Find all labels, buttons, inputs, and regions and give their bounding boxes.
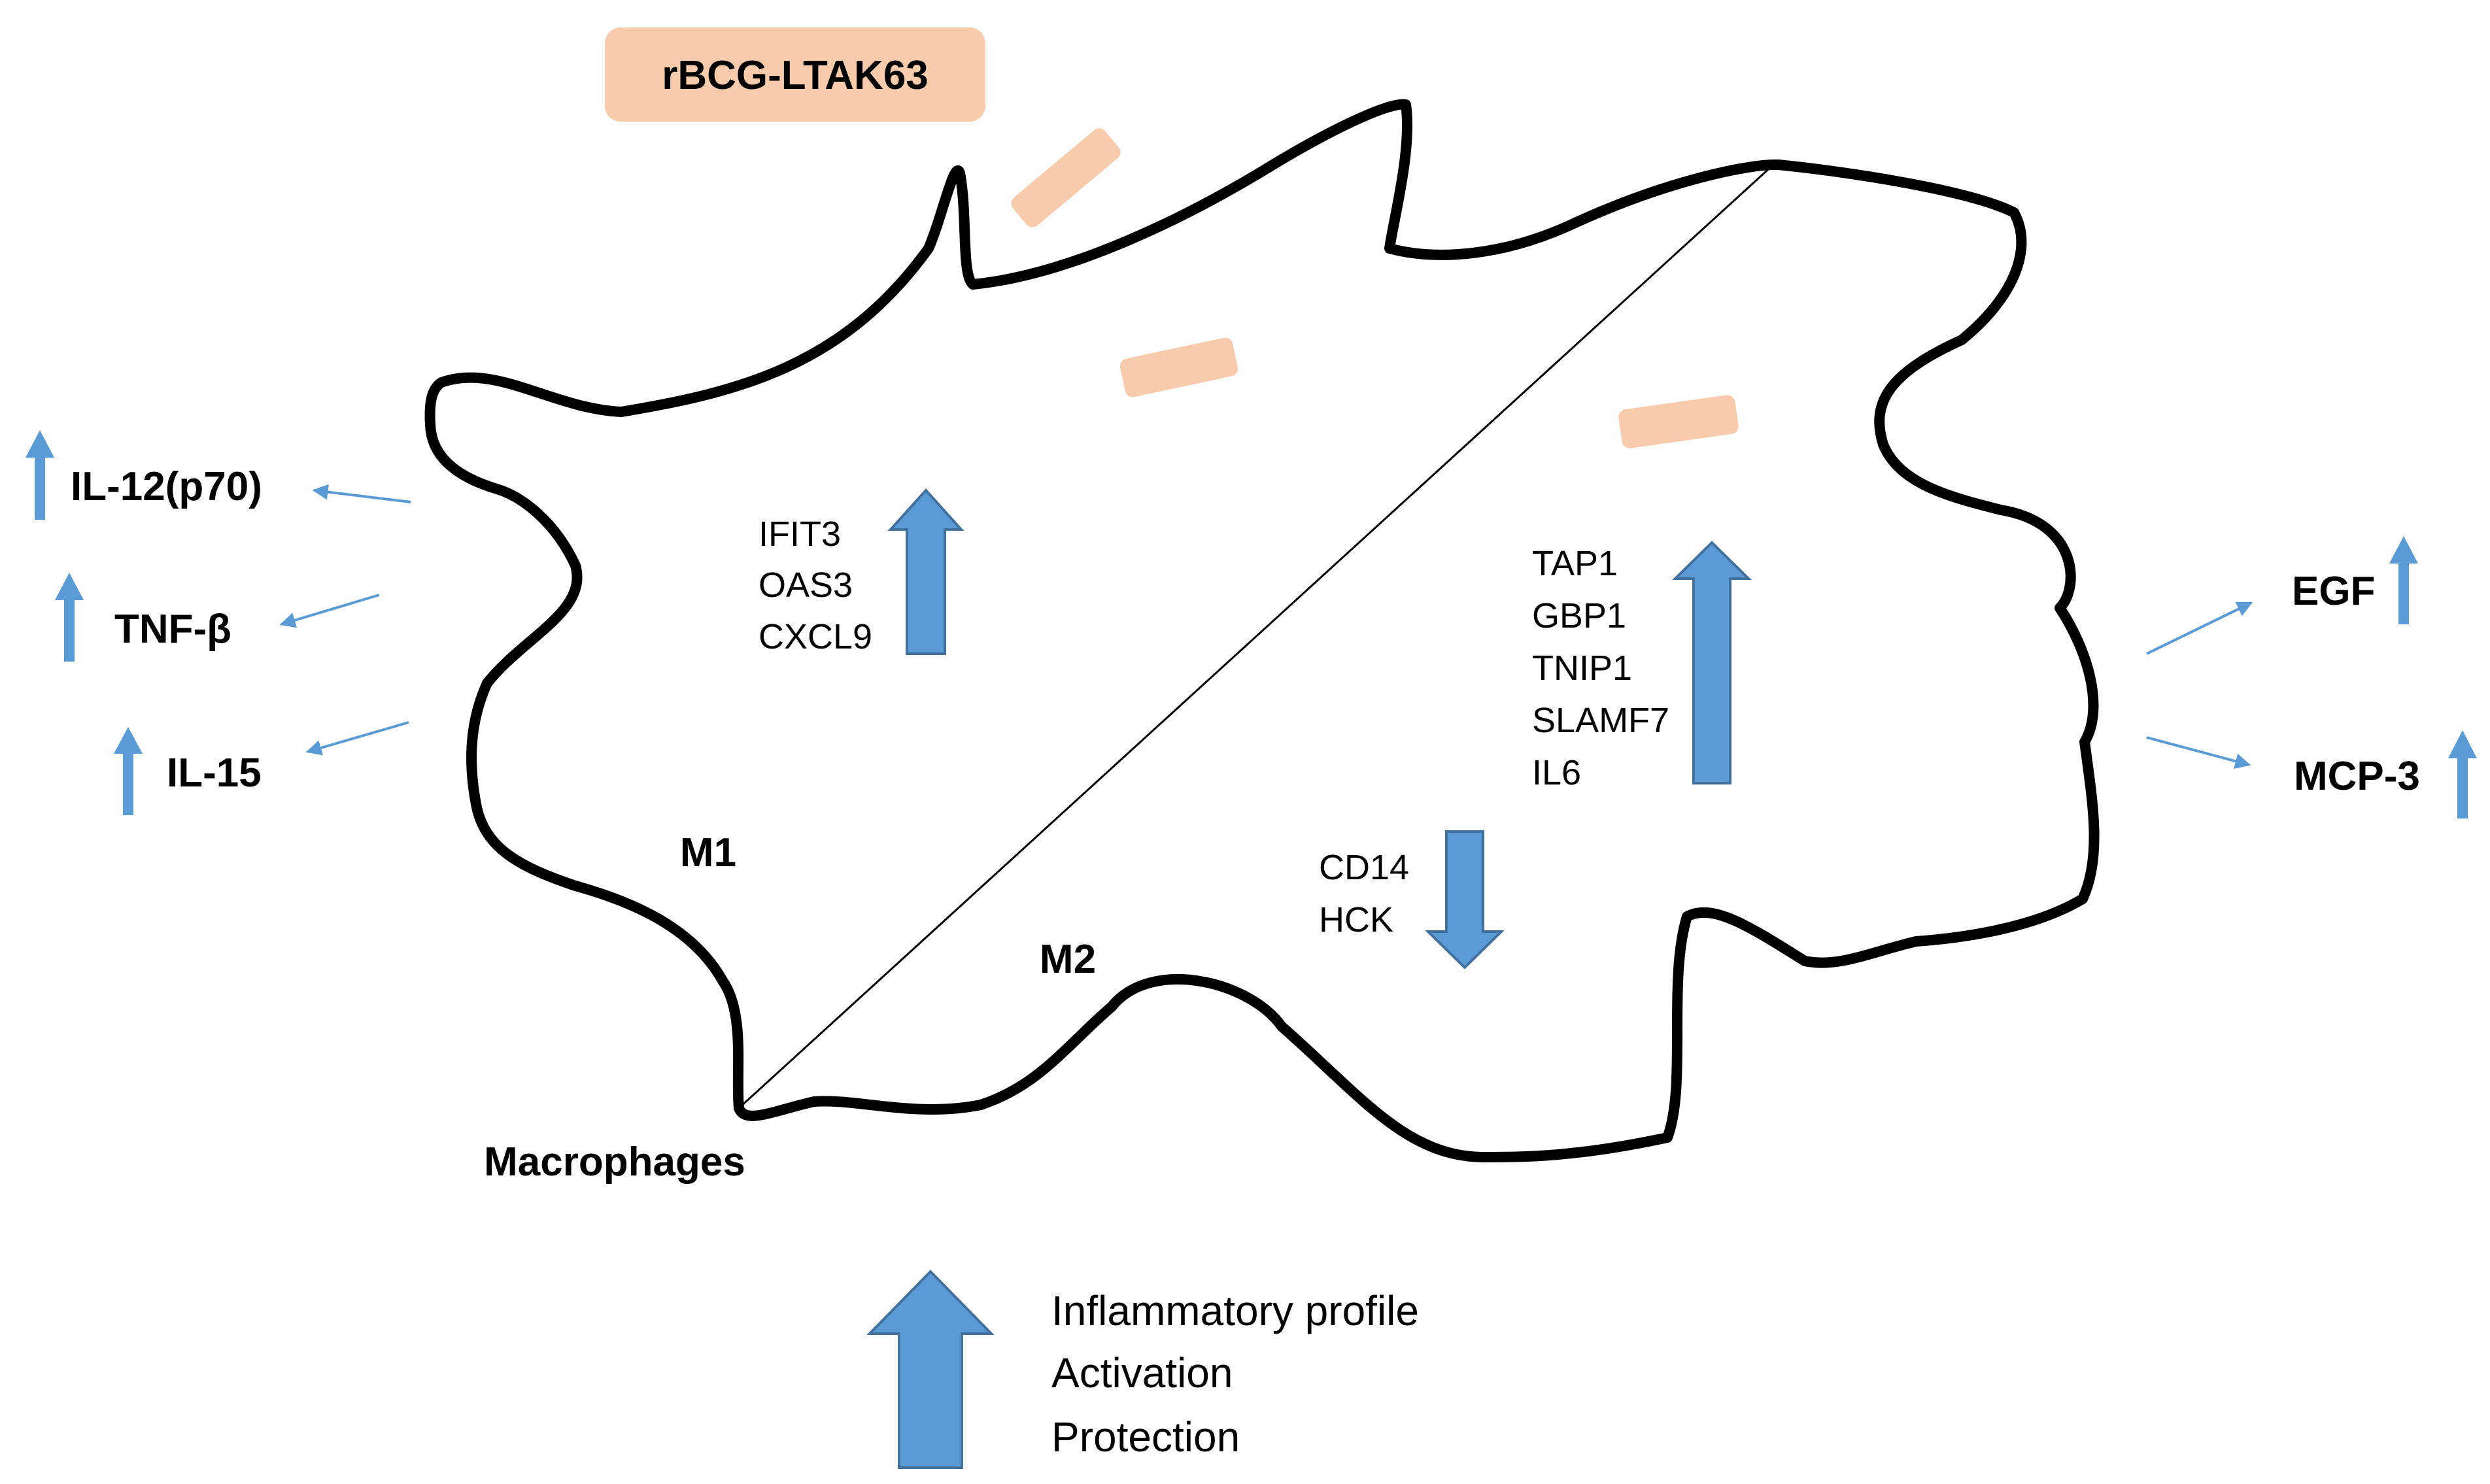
- m1-gene-list: IFIT3 OAS3 CXCL9: [759, 514, 872, 656]
- outcome-label: Inflammatory profile: [1051, 1287, 1419, 1334]
- gene-label: GBP1: [1532, 596, 1626, 635]
- secretion-arrow-icon: [2146, 736, 2251, 769]
- m2-down-arrow-icon: [1425, 830, 1505, 970]
- up-arrow-icon: [114, 727, 143, 815]
- m2-up-gene-list: TAP1 GBP1 TNIP1 SLAMF7 IL6: [1532, 544, 1669, 792]
- m2-label: M2: [1040, 937, 1096, 982]
- title-box: rBCG-LTAK63: [605, 27, 985, 122]
- bacteria-group: [1011, 128, 1739, 448]
- gene-label: IFIT3: [759, 514, 841, 554]
- up-arrow-icon: [55, 573, 84, 662]
- cell-type-label: Macrophages: [484, 1139, 745, 1185]
- m2-up-arrow-icon: [1672, 541, 1752, 784]
- left-cytokine-group: IL-12(p70) TNF-β IL-15: [26, 430, 411, 815]
- gene-label: OAS3: [759, 565, 853, 605]
- outcome-label: Protection: [1051, 1413, 1240, 1460]
- title-box-background: [605, 27, 985, 122]
- gene-label: CXCL9: [759, 617, 872, 656]
- secretion-arrow-icon: [279, 594, 380, 628]
- up-arrow-icon: [2448, 730, 2477, 818]
- gene-label: SLAMF7: [1532, 701, 1669, 740]
- m2-down-gene-list: CD14 HCK: [1319, 848, 1409, 939]
- gene-label: TAP1: [1532, 544, 1618, 583]
- bacterium-rod: [1618, 395, 1739, 448]
- gene-label: HCK: [1319, 900, 1393, 939]
- right-cytokine-group: EGF MCP-3: [2146, 536, 2477, 818]
- cytokine-label: TNF-β: [114, 607, 231, 652]
- up-arrow-icon: [2389, 536, 2418, 624]
- cytokine-label: MCP-3: [2294, 754, 2420, 799]
- m1-up-arrow-icon: [887, 488, 964, 655]
- m1-label: M1: [680, 830, 736, 875]
- secretion-arrow-icon: [2146, 601, 2253, 655]
- gene-label: CD14: [1319, 848, 1409, 887]
- m1-m2-divider: [738, 163, 1775, 1109]
- outcome-label: Activation: [1051, 1349, 1233, 1396]
- bacterium-rod: [1011, 128, 1121, 228]
- cytokine-label: IL-12(p70): [71, 464, 262, 509]
- secretion-arrow-icon: [305, 721, 409, 756]
- outcome-list: Inflammatory profile Activation Protecti…: [1051, 1287, 1419, 1460]
- secretion-arrow-icon: [312, 484, 411, 503]
- outcome-up-arrow-icon: [866, 1270, 995, 1469]
- up-arrow-icon: [26, 430, 54, 520]
- gene-label: TNIP1: [1532, 649, 1632, 688]
- title-label: rBCG-LTAK63: [662, 53, 929, 98]
- bacterium-rod: [1119, 337, 1238, 397]
- cytokine-label: IL-15: [167, 750, 262, 796]
- cytokine-label: EGF: [2292, 569, 2375, 614]
- macrophage-cell-outline: [424, 99, 2100, 1162]
- gene-label: IL6: [1532, 753, 1581, 792]
